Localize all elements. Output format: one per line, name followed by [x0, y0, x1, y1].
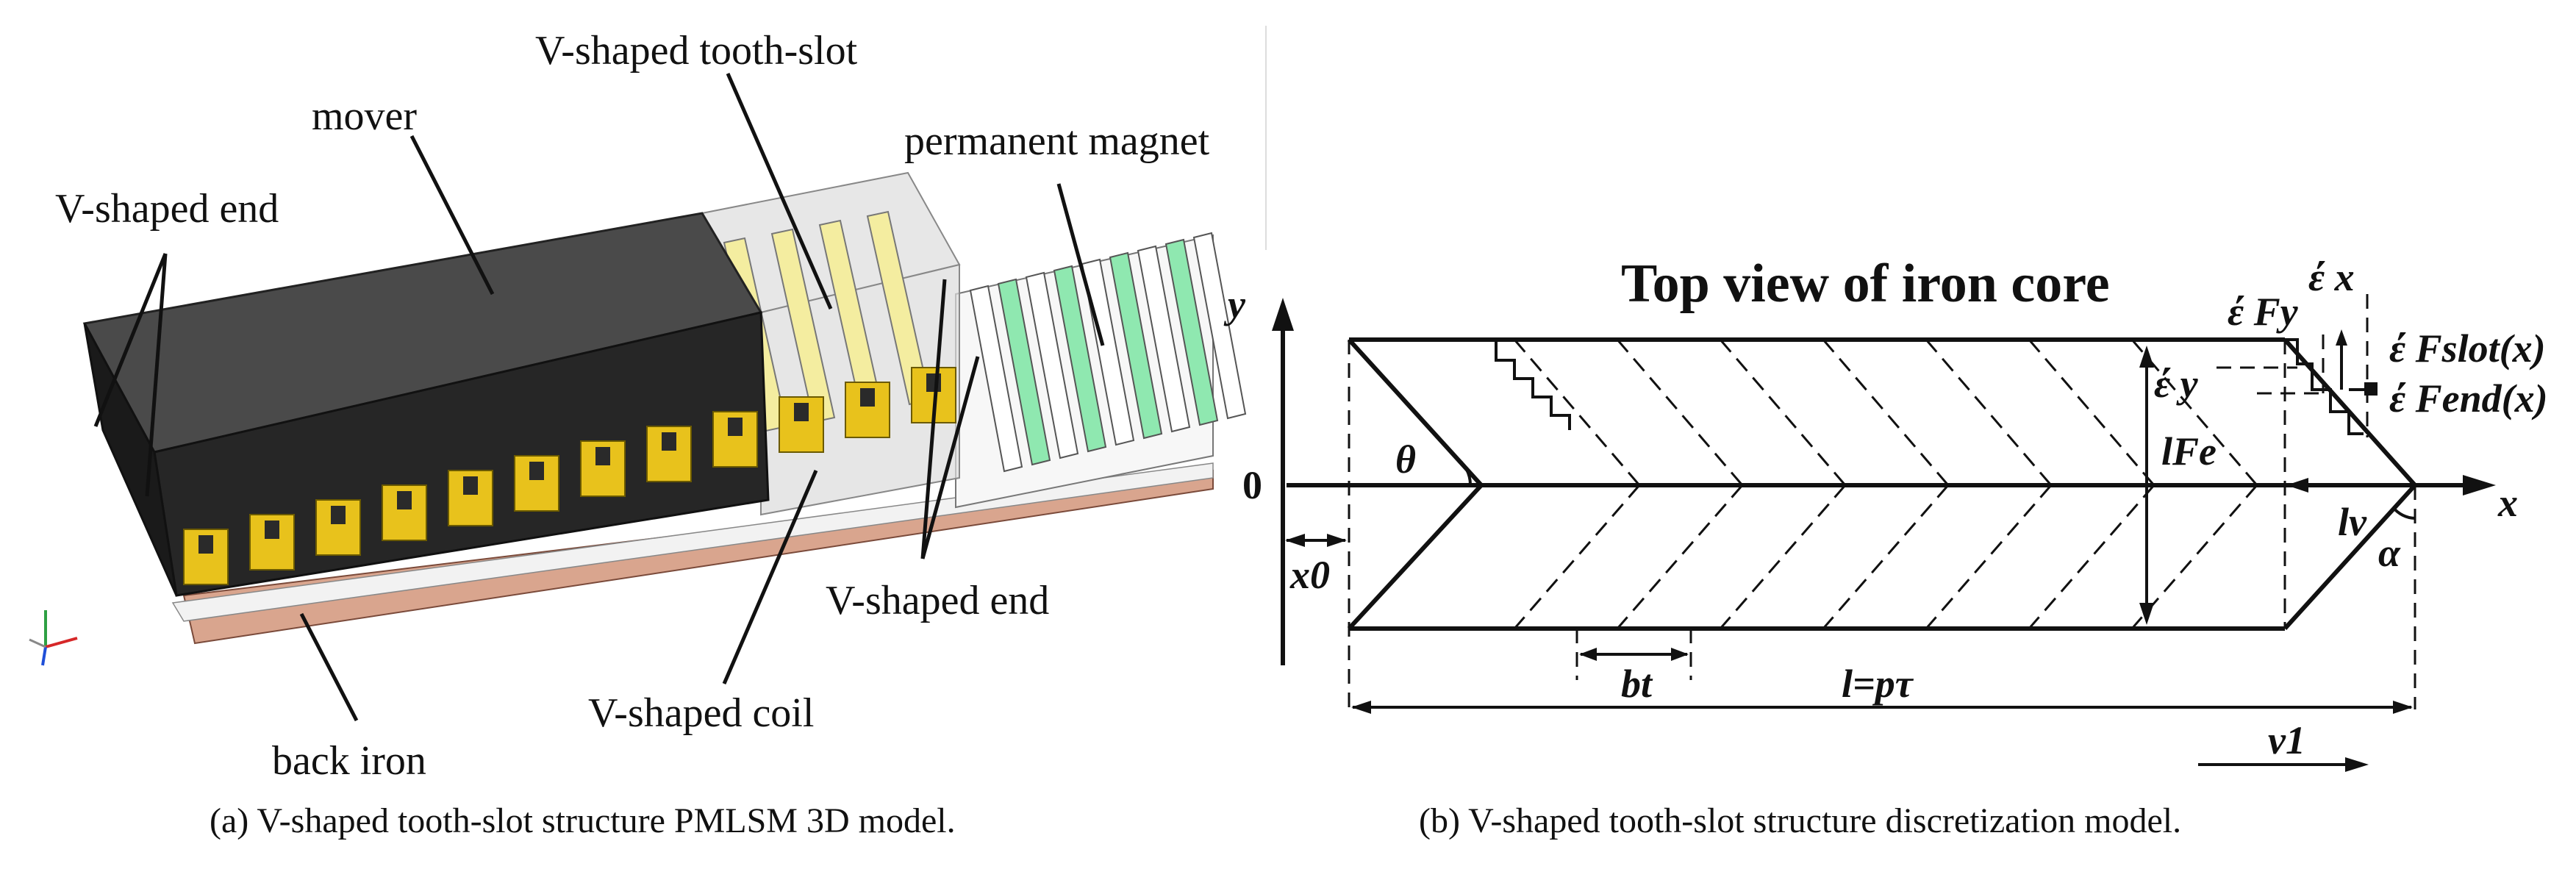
alpha-symbol: α	[2378, 531, 2401, 575]
magnet-bar	[997, 278, 1051, 466]
step-discretization-left	[1495, 340, 1571, 430]
step-discretization-right	[2285, 338, 2364, 435]
magnet-bar	[1164, 238, 1219, 426]
l-equals-p-tau: l=pτ	[1842, 662, 1914, 706]
leader-lines	[93, 72, 1105, 722]
coil-tooth-slot	[529, 462, 544, 480]
label-v-shaped-end-right: V-shaped end	[826, 578, 1049, 623]
eps-fy-label: έ Fy	[2228, 290, 2299, 334]
eps-fend-label: έ Fend(x)	[2389, 376, 2548, 421]
permanent-magnet-array	[969, 232, 1247, 473]
label-back-iron: back iron	[272, 738, 426, 784]
v-dash-lower	[1822, 484, 1950, 629]
magnet-bar	[1137, 245, 1191, 433]
bt-symbol: bt	[1621, 662, 1653, 706]
x-axis-label: x	[2497, 481, 2518, 525]
magnet-bar	[1081, 258, 1135, 446]
coil-tooth-slot	[198, 535, 213, 554]
panel-a-3d-model: mover V-shaped end V-shaped tooth-slot p…	[29, 28, 1247, 840]
magnet-bar	[1053, 265, 1107, 453]
caption-a: (a) V-shaped tooth-slot structure PMLSM …	[210, 801, 956, 840]
v-dash-lower	[1616, 484, 1744, 629]
coil-tooth-slot	[794, 403, 809, 421]
front-coil-teeth	[183, 367, 956, 585]
caption-b: (b) V-shaped tooth-slot structure discre…	[1419, 801, 2181, 840]
title-top-view: Top view of iron core	[1621, 254, 2110, 314]
label-permanent-magnet: permanent magnet	[904, 118, 1210, 164]
v-coil-blade	[770, 228, 836, 423]
magnet-bar	[969, 285, 1023, 473]
v-dash-lower	[1719, 484, 1847, 629]
magnet-bar	[1192, 232, 1247, 420]
v-dash-upper	[1822, 339, 1950, 486]
magnet-bar	[1025, 271, 1079, 459]
v-dash-lower	[2028, 484, 2155, 629]
eps-fslot-label: έ Fslot(x)	[2389, 326, 2546, 371]
force-point-marker	[2364, 382, 2378, 396]
v-dash-lower	[1513, 484, 1641, 629]
coil-tooth-slot	[595, 447, 610, 465]
origin-label: 0	[1242, 463, 1262, 507]
dimension-arrows	[1285, 329, 2413, 772]
eps-y-label: έ y	[2154, 362, 2199, 406]
lFe-symbol: lFe	[2161, 429, 2217, 473]
lv-symbol: lv	[2338, 500, 2367, 544]
coil-tooth-slot	[860, 388, 875, 407]
v-dash-upper	[1513, 339, 1641, 486]
label-v-shaped-tooth-slot: V-shaped tooth-slot	[535, 28, 858, 74]
label-v-shaped-end-left: V-shaped end	[55, 186, 279, 232]
label-v-shaped-coil: V-shaped coil	[588, 690, 814, 736]
v-dash-upper	[1616, 339, 1744, 486]
panel-b-discretization: Top view of iron core y x 0	[1223, 254, 2548, 840]
magnet-bar	[1109, 251, 1163, 440]
v1-symbol: v1	[2268, 718, 2305, 762]
alpha-arc	[2391, 506, 2416, 520]
x0-symbol: x0	[1289, 553, 1330, 597]
v-dash-upper	[1925, 339, 2053, 486]
coil-tooth-slot	[397, 491, 412, 509]
guide-lines	[1348, 294, 2416, 709]
theta-arc	[1454, 456, 1473, 486]
coil-tooth-slot	[463, 476, 478, 495]
coil-tooth-slot	[662, 432, 676, 451]
v-dash-upper	[2028, 339, 2155, 486]
coil-tooth-slot	[331, 506, 346, 524]
label-mover: mover	[312, 93, 417, 139]
coil-tooth-slot	[728, 418, 743, 436]
eps-x-label: έ x	[2308, 255, 2355, 299]
coil-tooth-slot	[265, 521, 279, 539]
y-axis-label: y	[1223, 282, 1246, 326]
v-dash-lower	[1925, 484, 2053, 629]
theta-symbol: θ	[1395, 437, 1416, 482]
mover-left-end	[83, 323, 178, 596]
v-dash-upper	[1719, 339, 1847, 486]
axis-triad-icon	[29, 610, 78, 666]
